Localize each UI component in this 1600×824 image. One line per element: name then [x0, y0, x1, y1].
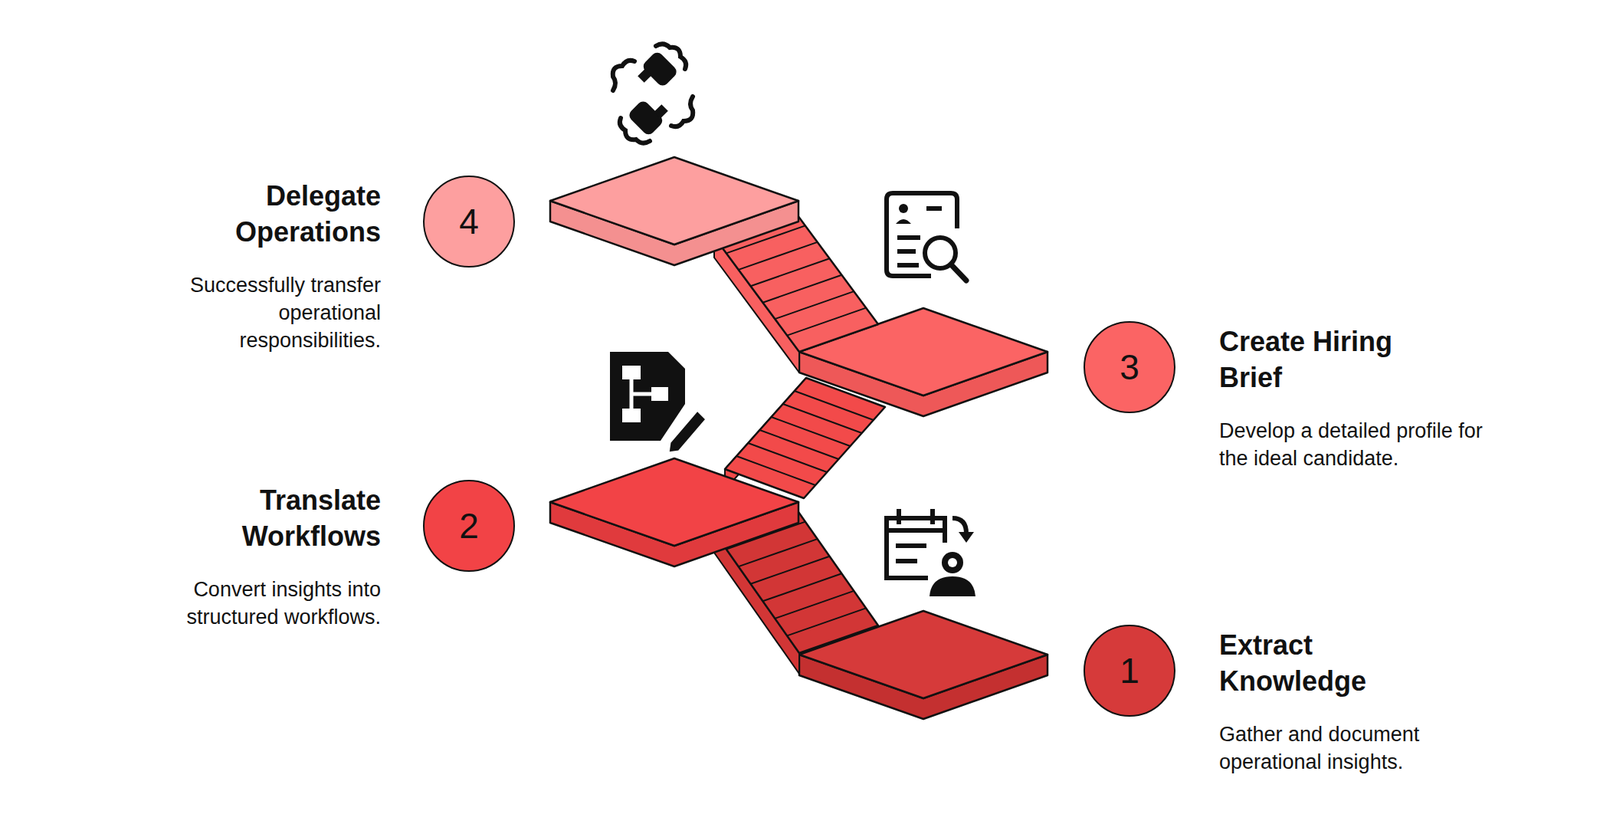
stair-step: [786, 607, 866, 636]
step-description: Convert insights into structured workflo…: [150, 576, 381, 632]
workflow-icon: [609, 351, 707, 453]
stair-step: [762, 275, 842, 303]
step-number: 2: [424, 481, 514, 571]
step-title: Delegate Operations: [189, 178, 381, 251]
stair-step: [738, 242, 818, 270]
step-circle: 1Extract KnowledgeGather and document op…: [1083, 624, 1176, 717]
step-description: Successfully transfer operational respon…: [150, 272, 381, 355]
step-description: Gather and document operational insights…: [1219, 721, 1465, 777]
step-number: 4: [424, 177, 514, 266]
step-description: Develop a detailed profile for the ideal…: [1219, 417, 1503, 473]
step-number: 3: [1085, 322, 1174, 412]
staircase: [550, 157, 1048, 719]
step-title: Translate Workflows: [189, 482, 381, 555]
stair-step: [774, 590, 854, 619]
stair-step: [750, 556, 830, 584]
step-circle: 4Delegate OperationsSuccessfully transfe…: [422, 175, 515, 268]
stair-step: [736, 455, 816, 486]
stair-step: [771, 416, 851, 446]
step-circle: 2Translate WorkflowsConvert insights int…: [422, 479, 515, 572]
hiring-brief-icon: [886, 193, 967, 281]
step-title: Extract Knowledge: [1219, 627, 1450, 700]
platform-top: [550, 157, 799, 245]
stair-flight: [724, 377, 886, 499]
stair-step: [774, 291, 854, 319]
step-circle: 3Create Hiring BriefDevelop a detailed p…: [1083, 321, 1176, 414]
stair-step: [786, 308, 866, 336]
calendar-person-icon: [886, 508, 976, 597]
stair-step: [738, 538, 818, 567]
stair-step: [750, 258, 830, 286]
step-title: Create Hiring Brief: [1219, 324, 1450, 397]
step-number: 1: [1085, 626, 1174, 715]
stair-step: [762, 573, 842, 601]
stair-step: [747, 442, 827, 473]
delegate-icon: [609, 43, 696, 143]
stair-step: [759, 429, 839, 460]
stair-step: [783, 403, 863, 433]
platform-top: [550, 458, 799, 546]
